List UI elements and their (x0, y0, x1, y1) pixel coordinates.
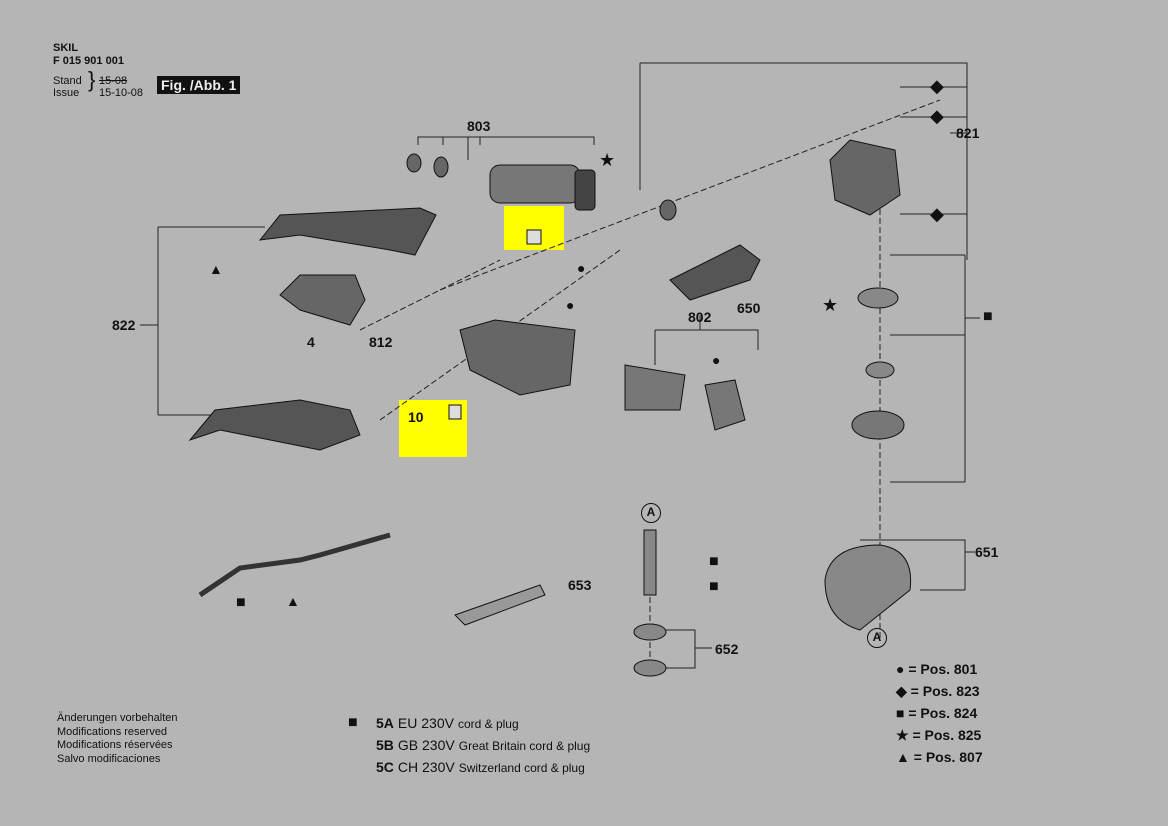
square-icon: ■ (236, 594, 246, 611)
circle-icon: ● (566, 297, 575, 313)
cord-voltage: GB 230V (397, 737, 455, 753)
legend-symbol-triangle: ▲ (896, 749, 910, 765)
issue-value: 15-10-08 (99, 87, 144, 99)
square-icon: ■ (983, 308, 993, 325)
star-icon: ★ (822, 295, 839, 315)
callout-4: 4 (307, 334, 315, 350)
square-icon: ■ (709, 578, 719, 595)
footer-line: Änderungen vorbehalten (57, 712, 178, 724)
callout-821: 821 (956, 125, 980, 141)
legend-symbol-diamond: ◆ (896, 683, 907, 699)
circle-icon: ● (712, 352, 721, 368)
legend-symbol-circle: ● (896, 661, 905, 677)
square-icon: ■ (348, 714, 358, 731)
callout-802: 802 (688, 309, 712, 325)
cord-code: 5B (376, 737, 394, 753)
stand-value: 15-08 (99, 75, 128, 87)
diamond-icon: ◆ (930, 76, 944, 96)
legend-text: = Pos. 807 (913, 749, 983, 765)
callout-653: 653 (568, 577, 592, 593)
callout-822: 822 (112, 317, 136, 333)
brace: } (88, 67, 96, 92)
callout-812: 812 (369, 334, 393, 350)
figure-label: Fig. /Abb. 1 (157, 76, 241, 94)
legend-text: = Pos. 801 (908, 661, 978, 677)
footer-line: Salvo modificaciones (57, 752, 161, 765)
cord-desc: Switzerland cord & plug (458, 761, 585, 775)
circle-icon: ● (577, 260, 586, 276)
stand-label: Stand (53, 75, 82, 87)
brand: SKIL (53, 42, 79, 54)
cord-code: 5A (376, 715, 394, 731)
legend-text: = Pos. 823 (910, 683, 980, 699)
part-number: F 015 901 001 (53, 55, 124, 67)
legend-text: = Pos. 824 (908, 705, 978, 721)
cord-voltage: CH 230V (397, 759, 455, 775)
triangle-icon: ▲ (209, 261, 223, 277)
diamond-icon: ◆ (930, 106, 944, 126)
star-icon: ★ (599, 150, 616, 170)
legend: ● = Pos. 801 ◆ = Pos. 823 ■ = Pos. 824 ★… (896, 661, 983, 771)
legend-symbol-star: ★ (896, 727, 909, 743)
footer-notes: Änderungen vorbehalten Modifications res… (57, 712, 177, 766)
cord-voltage: EU 230V (397, 715, 454, 731)
callout-652: 652 (715, 641, 739, 657)
callout-10: 10 (408, 409, 424, 425)
legend-symbol-square: ■ (896, 705, 905, 721)
cord-desc: Great Britain cord & plug (458, 739, 591, 753)
callout-650: 650 (737, 300, 761, 316)
callout-a-top: A (641, 503, 661, 523)
cord-desc: cord & plug (457, 717, 519, 731)
cord-code: 5C (376, 759, 394, 775)
square-icon: ■ (709, 553, 719, 570)
issue-label: Issue (53, 87, 80, 99)
callout-651: 651 (975, 544, 999, 560)
footer-line: Modifications reserved (57, 725, 168, 738)
legend-text: = Pos. 825 (912, 727, 982, 743)
callout-803: 803 (467, 118, 491, 134)
triangle-icon: ▲ (286, 593, 300, 609)
diamond-icon: ◆ (930, 204, 944, 224)
footer-line: Modifications réservées (57, 739, 173, 751)
callout-a-bottom: A (867, 628, 887, 648)
